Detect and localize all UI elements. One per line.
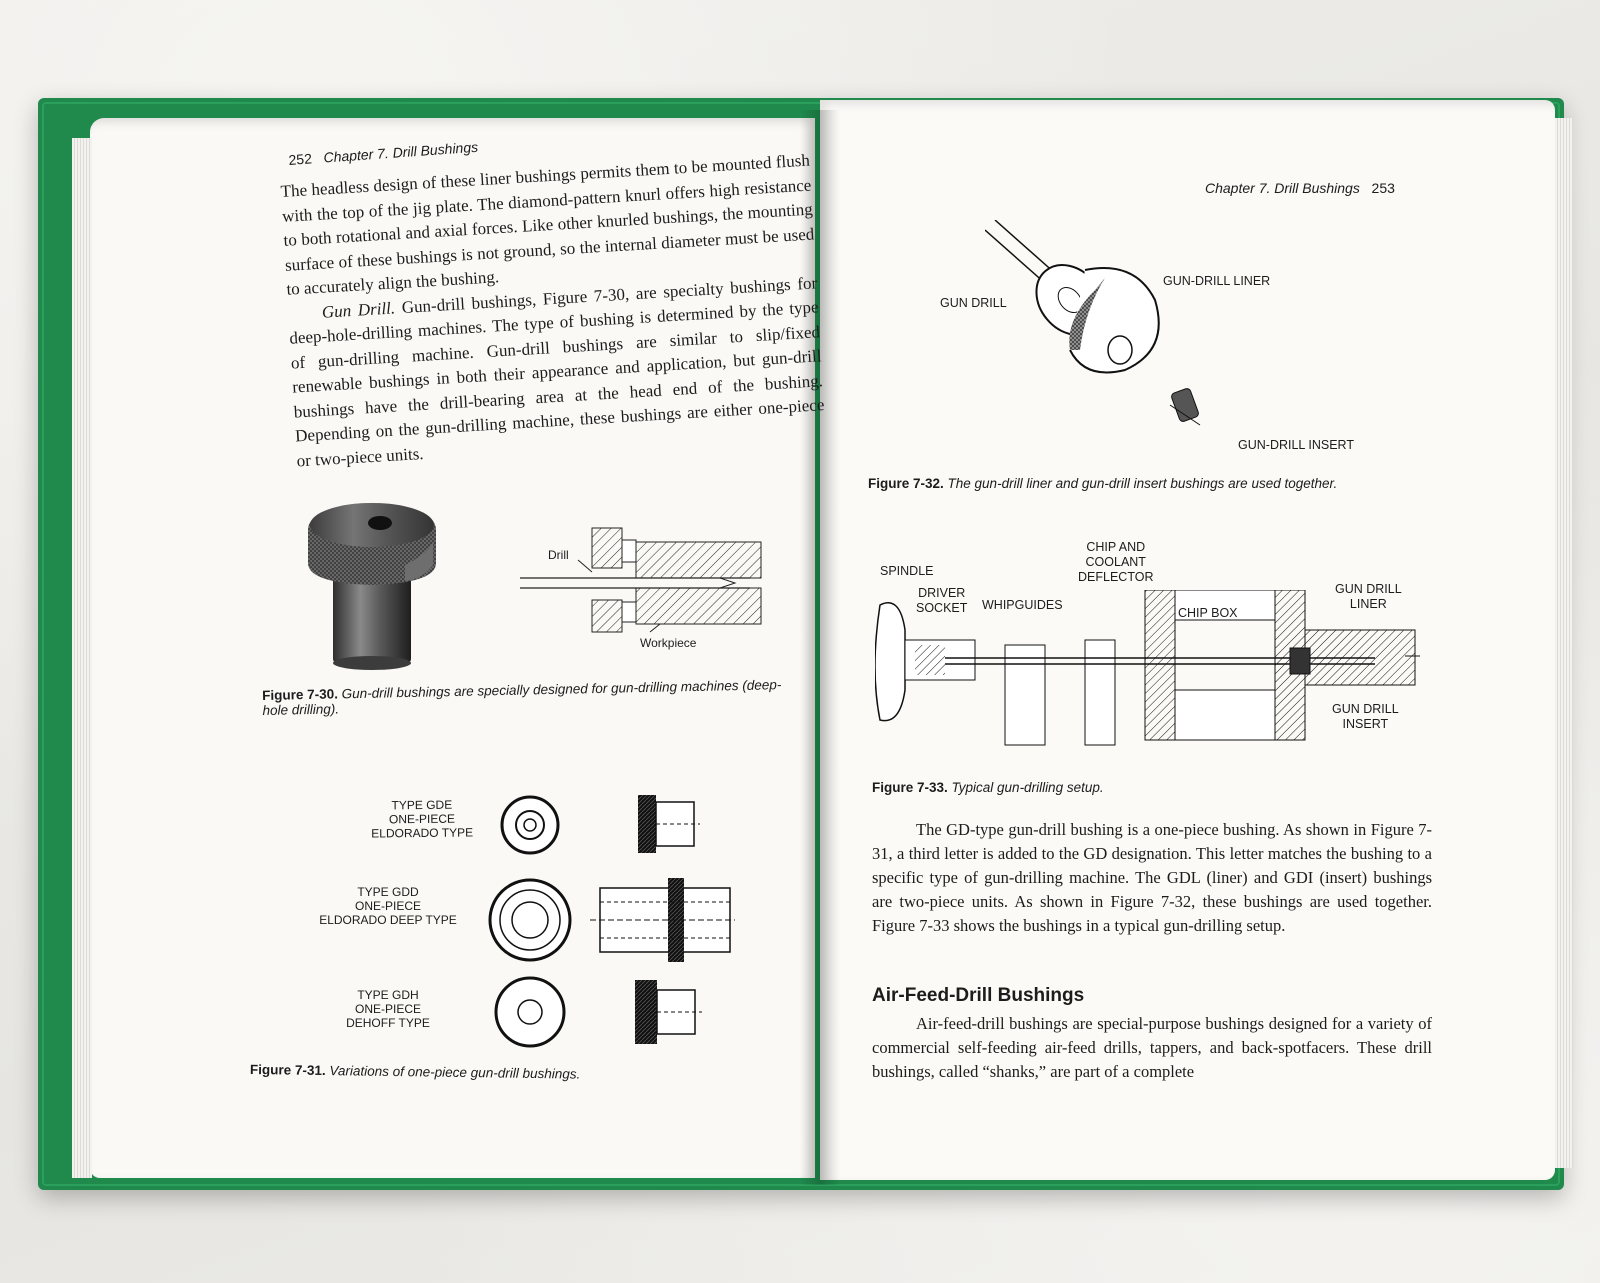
gun-drill-liner-label: GUN-DRILL LINER [1163, 274, 1271, 288]
figure-7-30-bushing-photo [308, 503, 436, 670]
left-page-number: 252 [288, 150, 313, 168]
book-gutter [800, 110, 840, 1185]
driver-socket-label: DRIVER SOCKET [916, 586, 968, 615]
figure-7-32-drawing [985, 220, 1201, 426]
right-page-number: 253 [1371, 180, 1395, 196]
left-paragraph-2: Gun Drill. Gun-drill bushings, Figure 7-… [287, 271, 826, 474]
figure-7-33-caption: Figure 7-33. Typical gun-drilling setup. [872, 780, 1104, 795]
whipguides-label: WHIPGUIDES [982, 598, 1063, 612]
gun-drill-insert-label-2: GUN DRILL INSERT [1332, 702, 1399, 731]
right-body-text: The GD-type gun-drill bushing is a one-p… [872, 818, 1432, 938]
figure-7-30-section-drawing [520, 527, 762, 633]
figure-7-33-drawing [875, 590, 1420, 746]
chip-deflector-label: CHIP AND COOLANT DEFLECTOR [1078, 540, 1154, 584]
chip-box-label: CHIP BOX [1178, 606, 1238, 620]
spindle-label: SPINDLE [880, 564, 934, 578]
left-body-text: The headless design of these liner bushi… [280, 149, 827, 474]
type-gdd-label: TYPE GDD ONE-PIECE ELDORADO DEEP TYPE [319, 885, 457, 927]
gun-drill-insert-label: GUN-DRILL INSERT [1238, 438, 1354, 452]
figure-7-30-drill-label: Drill [548, 548, 569, 562]
right-body-text-2: Air-feed-drill bushings are special-purp… [872, 1012, 1432, 1084]
figure-7-30-workpiece-label: Workpiece [640, 636, 697, 650]
figure-7-31-drawings [488, 795, 735, 1048]
right-chapter-title: Chapter 7. Drill Bushings [1205, 180, 1360, 196]
type-gdh-label: TYPE GDH ONE-PIECE DEHOFF TYPE [346, 988, 430, 1030]
gun-drill-liner-label-2: GUN DRILL LINER [1335, 582, 1402, 611]
gun-drill-label: GUN DRILL [940, 296, 1007, 310]
figure-7-32-caption: Figure 7-32. The gun-drill liner and gun… [868, 476, 1338, 491]
right-page-header: Chapter 7. Drill Bushings 253 [1205, 180, 1395, 196]
section-heading: Air-Feed-Drill Bushings [872, 985, 1085, 1006]
right-paragraph-2: Air-feed-drill bushings are special-purp… [872, 1014, 1432, 1081]
right-paragraph-1: The GD-type gun-drill bushing is a one-p… [872, 820, 1432, 935]
gun-drill-lead: Gun Drill. [321, 297, 396, 322]
